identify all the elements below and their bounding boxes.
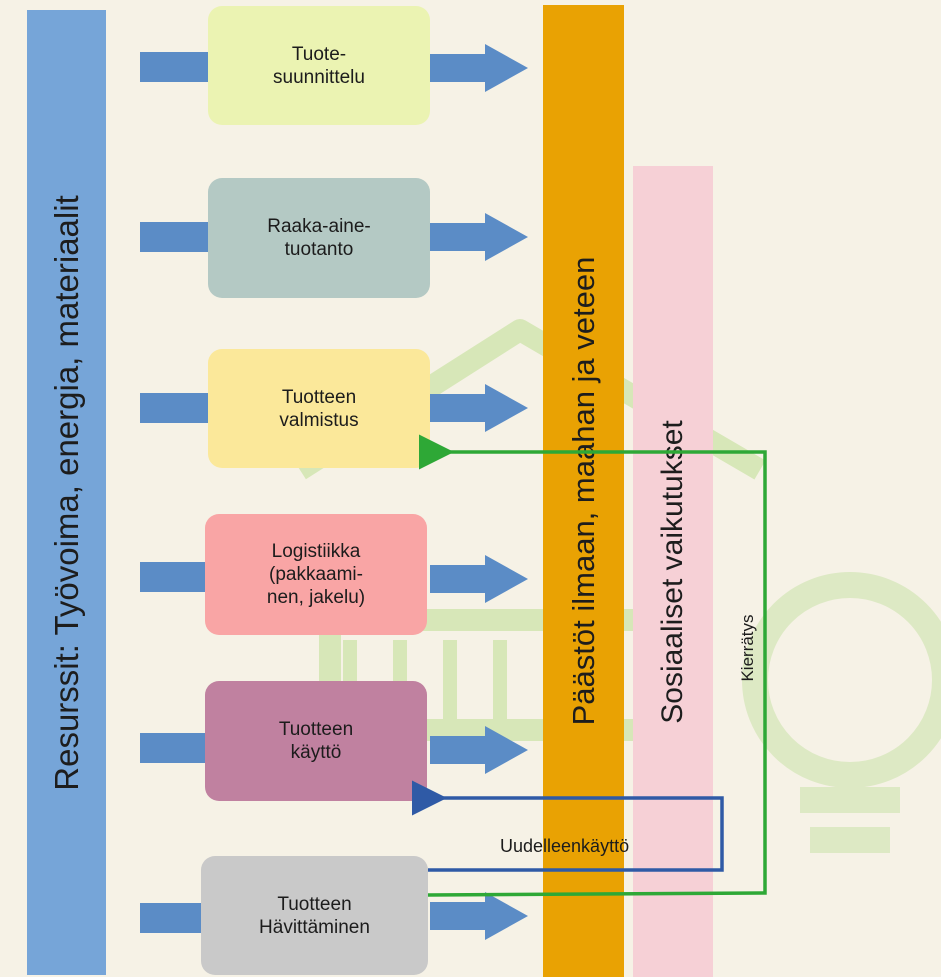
- output-arrow-1: [430, 44, 528, 92]
- stage-manufacturing: Tuotteen valmistus: [208, 349, 430, 468]
- input-arrow-3: [140, 393, 208, 423]
- stage-product-use: Tuotteen käyttö: [205, 681, 427, 801]
- social-impacts-bar: Sosiaaliset vaikutukset: [633, 166, 713, 977]
- reuse-label: Uudelleenkäyttö: [500, 836, 630, 856]
- output-arrow-5: [430, 726, 528, 774]
- input-arrow-4: [140, 562, 208, 592]
- input-arrow-1: [140, 52, 208, 82]
- social-impacts-label: Sosiaaliset vaikutukset: [656, 419, 689, 724]
- output-arrow-3: [430, 384, 528, 432]
- stage-product-use-label: Tuotteen käyttö: [278, 719, 354, 763]
- stage-disposal-label: Tuotteen Hävittäminen: [259, 893, 370, 938]
- stage-product-design-label: Tuote- suunnittelu: [273, 43, 365, 88]
- stage-product-design: Tuote- suunnittelu: [208, 6, 430, 125]
- recycling-label: Kierrätys: [738, 614, 757, 682]
- emissions-bar: Päästöt ilmaan, maahan ja veteen: [543, 5, 624, 977]
- stage-logistics-label: Logistiikka (pakkaami- nen, jakelu): [266, 541, 366, 608]
- stage-raw-material-production: Raaka-aine- tuotanto: [208, 178, 430, 298]
- stage-raw-material-production-label: Raaka-aine- tuotanto: [267, 216, 371, 260]
- stage-disposal: Tuotteen Hävittäminen: [201, 856, 428, 975]
- recycling-label-wrap: Kierrätys: [728, 588, 768, 708]
- output-arrow-2: [430, 213, 528, 261]
- output-arrow-6: [430, 892, 528, 940]
- input-arrow-6: [140, 903, 208, 933]
- resources-bar: Resurssit: Työvoima, energia, materiaali…: [27, 10, 106, 975]
- input-arrow-5: [140, 733, 208, 763]
- stage-logistics: Logistiikka (pakkaami- nen, jakelu): [205, 514, 427, 635]
- emissions-label: Päästöt ilmaan, maahan ja veteen: [565, 256, 601, 726]
- resources-label: Resurssit: Työvoima, energia, materiaali…: [47, 194, 85, 791]
- output-arrow-4: [430, 555, 528, 603]
- stage-manufacturing-label: Tuotteen valmistus: [279, 386, 359, 431]
- input-arrow-2: [140, 222, 208, 252]
